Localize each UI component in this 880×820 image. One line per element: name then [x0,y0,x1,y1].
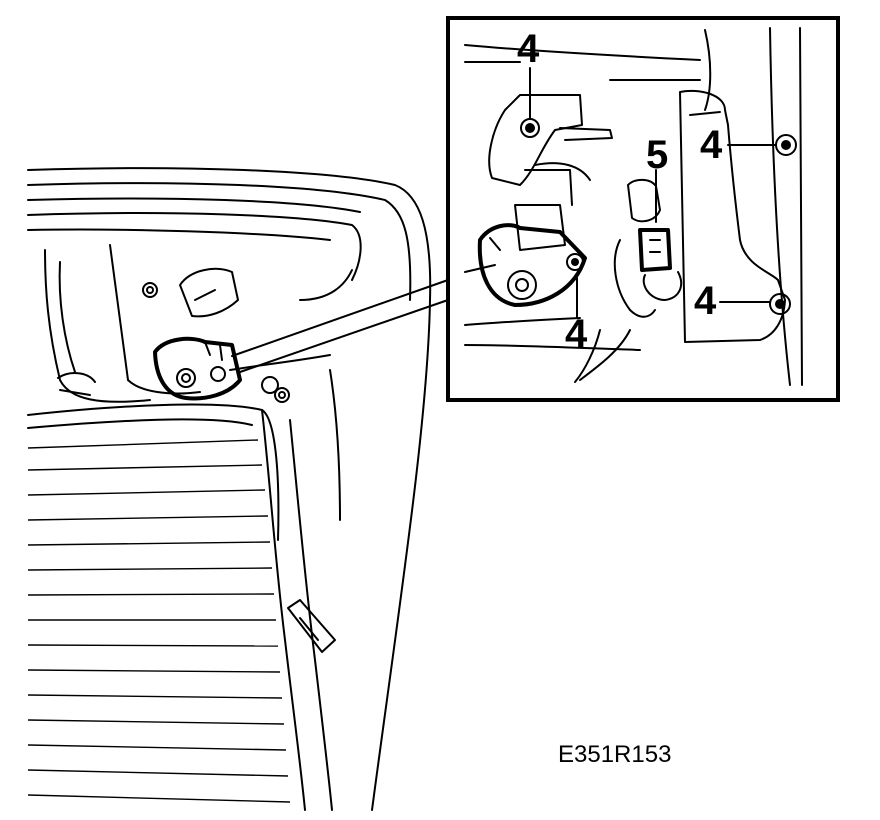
projection-lines [231,279,449,373]
callout-4-lower-middle: 4 [565,312,588,356]
detail-inset: 4 4 4 4 5 [446,16,840,402]
bolt-lower-middle [566,253,584,271]
bolt-right-lower [769,293,791,315]
panel-bolt [142,282,158,298]
detail-frame [446,16,840,402]
callout-4-right-lower: 4 [694,279,717,323]
main-view [27,167,432,811]
detail-latch [477,223,587,307]
callout-5-connector: 5 [646,133,668,177]
latch-highlight [153,336,242,401]
connector-5 [574,178,683,383]
figure-id-label: E351R153 [558,741,671,768]
rear-window-hatching [27,439,291,803]
callout-4-top-left: 4 [517,27,540,71]
callout-4-right-upper: 4 [700,123,723,167]
